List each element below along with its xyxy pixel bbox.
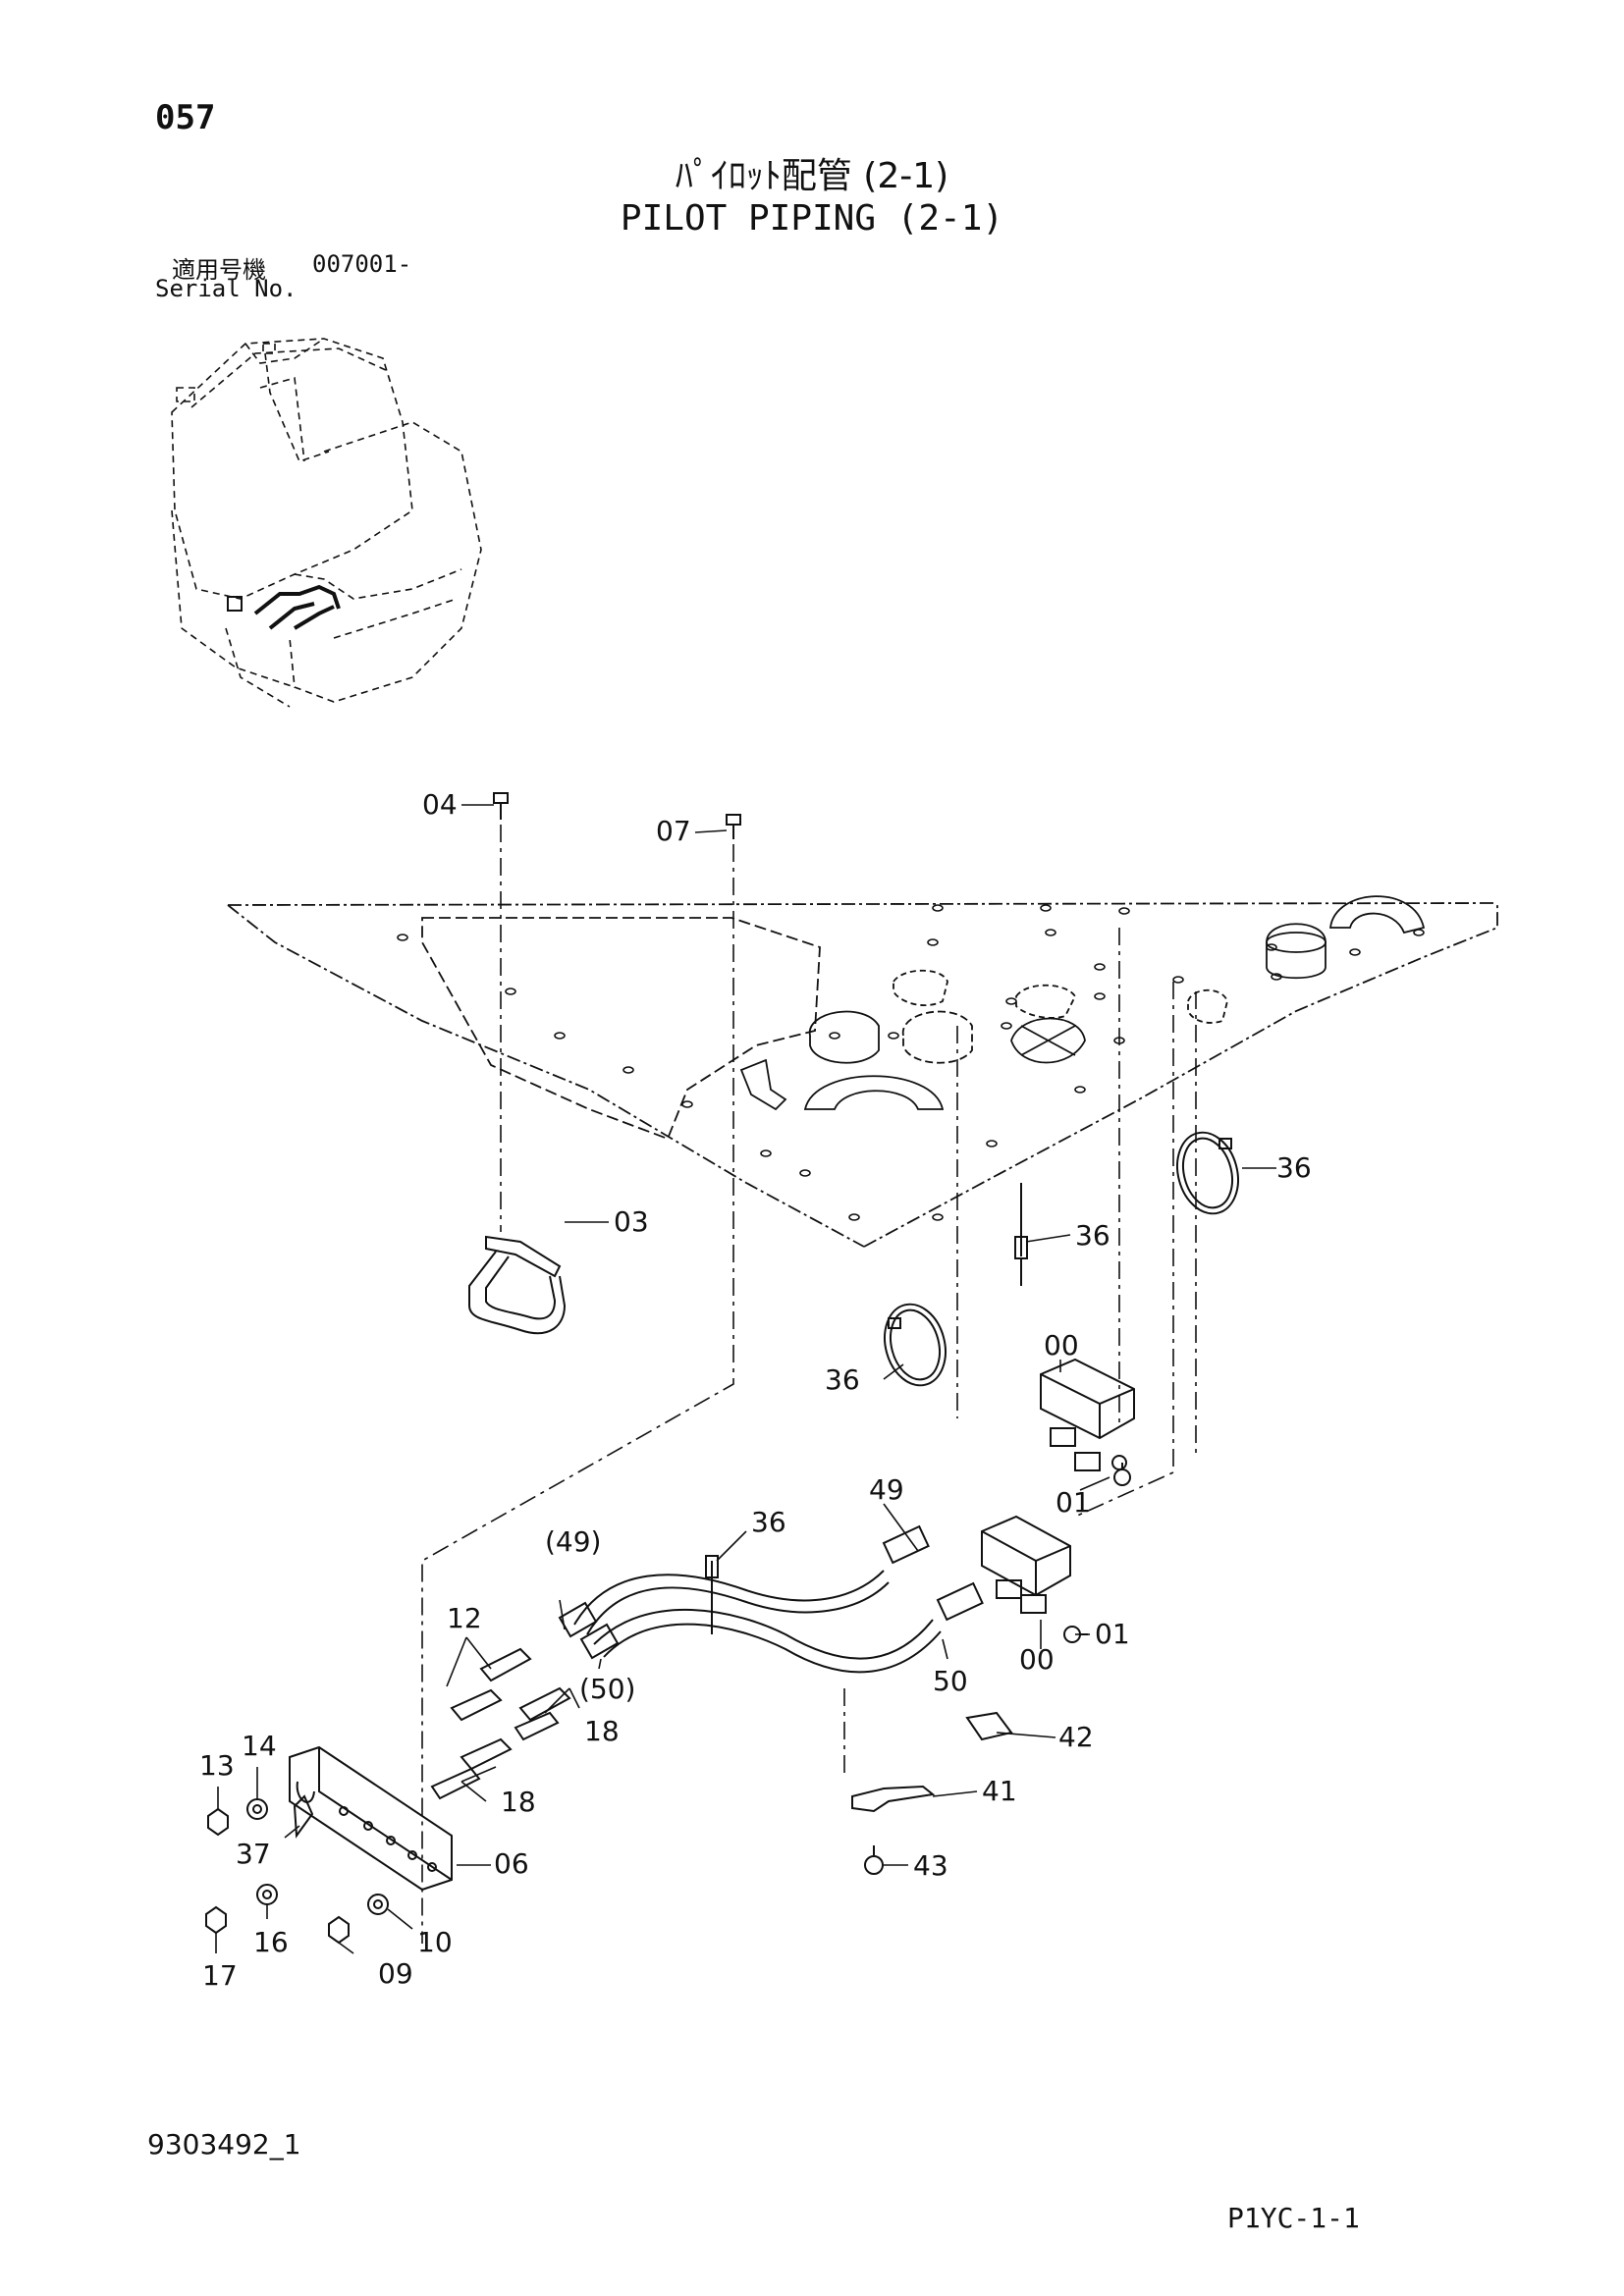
callout-16: 16 — [253, 1926, 289, 1958]
valve-00-upper — [1040, 1358, 1135, 1471]
washer-16 — [256, 1884, 278, 1905]
bolt-43 — [864, 1845, 884, 1875]
callout-41: 41 — [982, 1775, 1017, 1807]
callout-14: 14 — [242, 1730, 277, 1762]
hose-50 — [579, 1581, 984, 1674]
callout-04: 04 — [422, 788, 458, 821]
callout-09: 09 — [378, 1957, 413, 1990]
callout-50-paren: (50) — [579, 1673, 635, 1705]
screw-01-upper — [1113, 1463, 1131, 1486]
cable-tie-36-hose — [705, 1555, 719, 1634]
callout-50: 50 — [933, 1665, 968, 1697]
hose-clamp-36-left — [884, 1303, 947, 1387]
callout-00-lower: 00 — [1019, 1643, 1055, 1676]
callout-49: 49 — [869, 1473, 904, 1506]
manifold-plate-06 — [289, 1745, 453, 1892]
machine-locator-thumbnail — [171, 338, 482, 708]
serial-range: 007001- — [312, 250, 412, 278]
washer-14 — [246, 1798, 268, 1820]
document-code: 9303492_1 — [147, 2128, 301, 2161]
callout-06: 06 — [494, 1847, 529, 1880]
callout-13: 13 — [199, 1749, 235, 1782]
washer-10 — [367, 1894, 389, 1915]
title-english: PILOT PIPING (2-1) — [620, 198, 1004, 239]
leader-lines — [215, 804, 1276, 1954]
nut-09 — [328, 1915, 350, 1945]
page-number: 057 — [155, 98, 216, 137]
callout-18-upper: 18 — [584, 1715, 620, 1747]
callout-17: 17 — [202, 1959, 238, 1992]
callout-07: 07 — [656, 815, 691, 847]
cable-tie-36-center — [1014, 1183, 1028, 1286]
bolt-04 — [493, 792, 509, 1232]
callout-36-right: 36 — [1276, 1151, 1312, 1184]
nut-17 — [205, 1905, 227, 1935]
title-japanese: ﾊﾟｲﾛｯﾄ配管 (2-1) — [675, 156, 949, 196]
fittings-18 — [430, 1686, 571, 1800]
bracket-41 — [851, 1785, 936, 1813]
serial-label-japanese: 適用号機 — [172, 256, 266, 284]
fittings-12 — [450, 1647, 532, 1722]
callout-01-upper: 01 — [1056, 1486, 1091, 1519]
callout-10: 10 — [417, 1926, 453, 1958]
floor-plate — [227, 895, 1498, 1248]
callout-36-left: 36 — [825, 1363, 860, 1396]
nut-13 — [207, 1807, 229, 1837]
valve-00-lower — [981, 1515, 1071, 1614]
callout-43: 43 — [913, 1849, 948, 1882]
serial-label-english: Serial No. — [155, 275, 298, 302]
callout-00-upper: 00 — [1044, 1329, 1079, 1362]
clip-37 — [293, 1794, 314, 1839]
hose-clamp-36-right — [1176, 1131, 1239, 1215]
bolt-07 — [421, 814, 741, 1944]
callout-36-hose: 36 — [751, 1506, 786, 1538]
callout-01-lower: 01 — [1095, 1618, 1130, 1650]
callout-42: 42 — [1058, 1721, 1094, 1753]
highlighted-piping-thumbnail — [227, 584, 341, 630]
callout-37: 37 — [236, 1838, 271, 1870]
callout-12: 12 — [447, 1602, 482, 1634]
callout-36-center: 36 — [1075, 1219, 1110, 1252]
page-code: P1YC-1-1 — [1227, 2202, 1360, 2234]
hose-49 — [558, 1524, 930, 1638]
handle-bracket-03 — [468, 1235, 567, 1335]
callout-49-paren: (49) — [545, 1525, 601, 1558]
plate-42 — [965, 1711, 1013, 1741]
callout-18-lower: 18 — [501, 1786, 536, 1818]
callout-03: 03 — [614, 1205, 649, 1238]
